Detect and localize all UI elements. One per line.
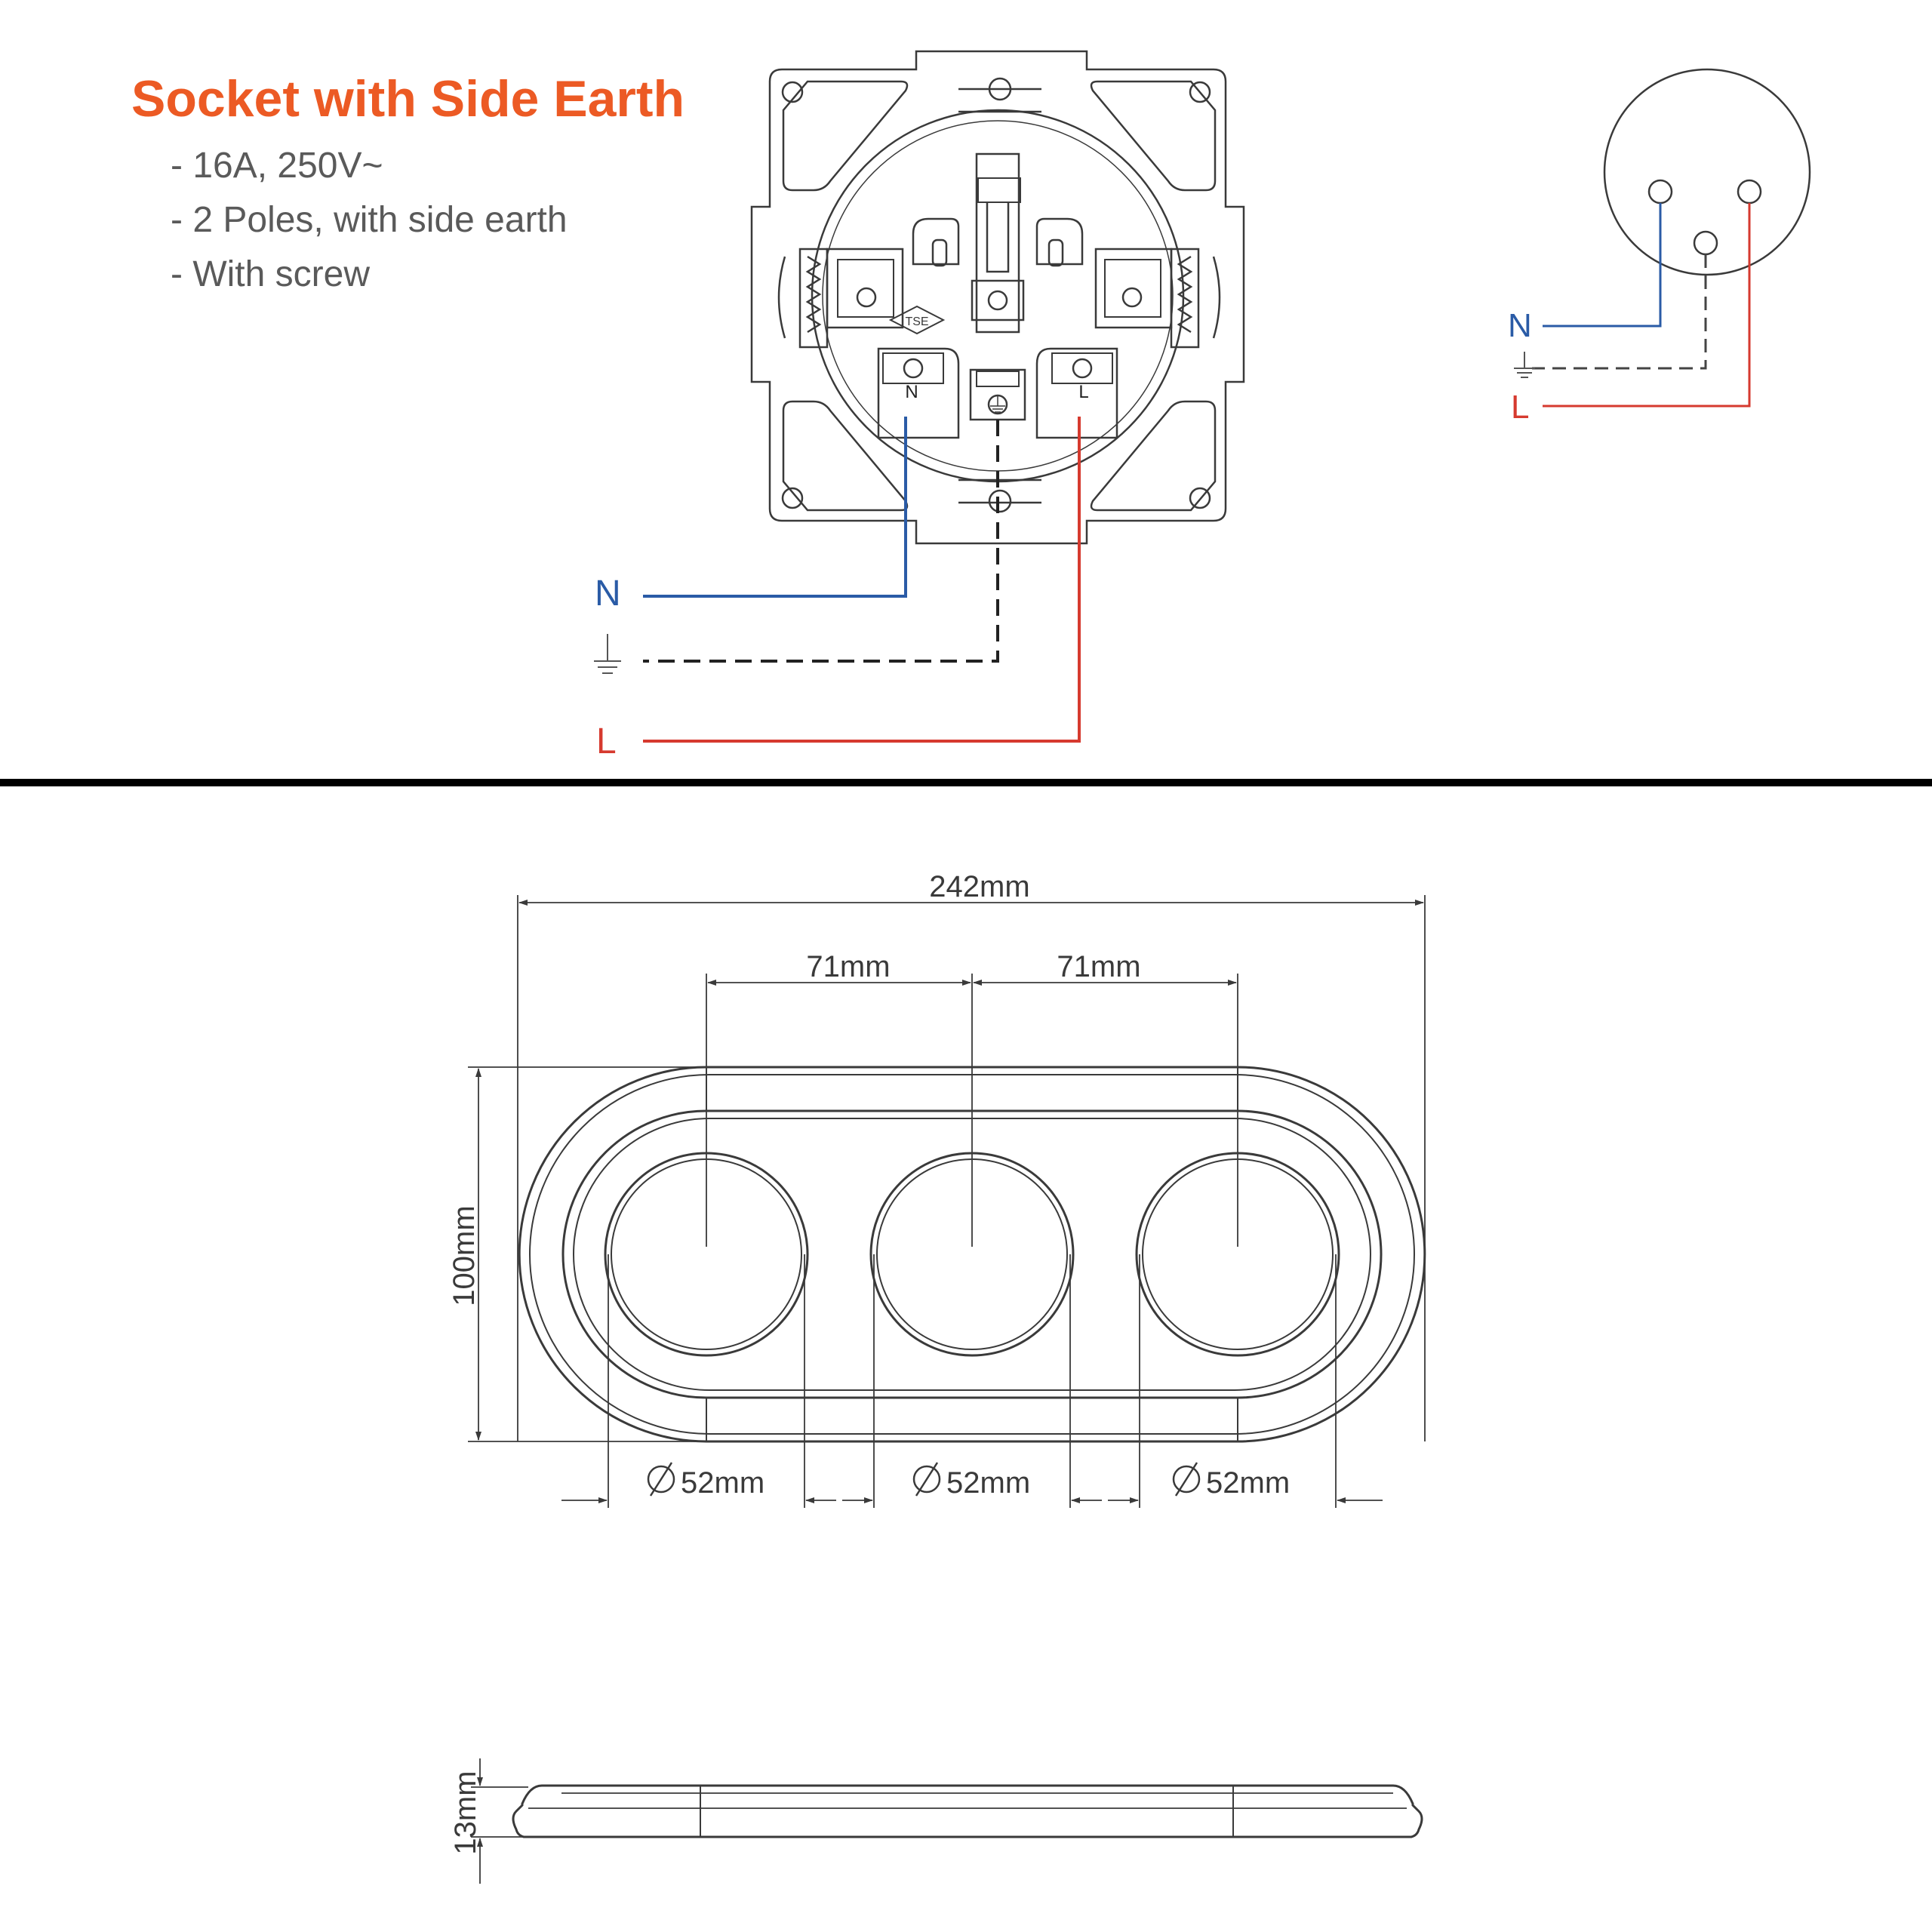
dim-diameter-right: 52mm [1206,1466,1290,1500]
live-pin [1737,179,1762,205]
section-divider [0,779,1932,786]
terminal-n-label: N [905,382,918,402]
schematic-live-wire [1543,203,1751,408]
dimension-lines [468,895,1426,1508]
dim-diameter-left: 52mm [681,1466,764,1500]
side-dimension-lines [471,1758,528,1884]
dim-total-width: 242mm [929,870,1029,903]
dim-diameter-center: 52mm [946,1466,1030,1500]
terminal-l-label: L [1078,382,1088,402]
earth-ground-icon [594,634,621,674]
schematic-neutral-label: N [1508,307,1532,344]
live-wire [643,417,1081,743]
dim-spacing-right: 71mm [1057,950,1140,983]
frame-side-view [512,1784,1423,1838]
diameter-icon [647,1462,675,1497]
certification-mark: TSE [905,315,928,328]
dim-spacing-left: 71mm [806,950,890,983]
schematic-neutral-wire [1543,203,1662,328]
spec-screw: - With screw [171,254,370,294]
earth-wire [643,420,999,663]
dim-depth: 13mm [449,1770,482,1854]
socket-mechanism [750,50,1245,545]
diameter-icon [912,1462,941,1497]
spec-rating: - 16A, 250V~ [171,146,383,186]
spec-poles: - 2 Poles, with side earth [171,200,568,240]
schematic-earth-wire [1532,254,1707,370]
socket-face [1603,68,1811,276]
socket-schematic [1532,68,1811,408]
live-label: L [596,721,617,761]
dim-height: 100mm [448,1205,481,1306]
neutral-pin [1647,179,1673,205]
earth-pin [1693,230,1718,256]
diameter-icon [1172,1462,1201,1497]
page-title: Socket with Side Earth [131,70,685,128]
earth-ground-icon [1514,352,1535,378]
schematic-live-label: L [1511,389,1529,426]
neutral-label: N [595,574,621,614]
neutral-wire [643,417,907,598]
